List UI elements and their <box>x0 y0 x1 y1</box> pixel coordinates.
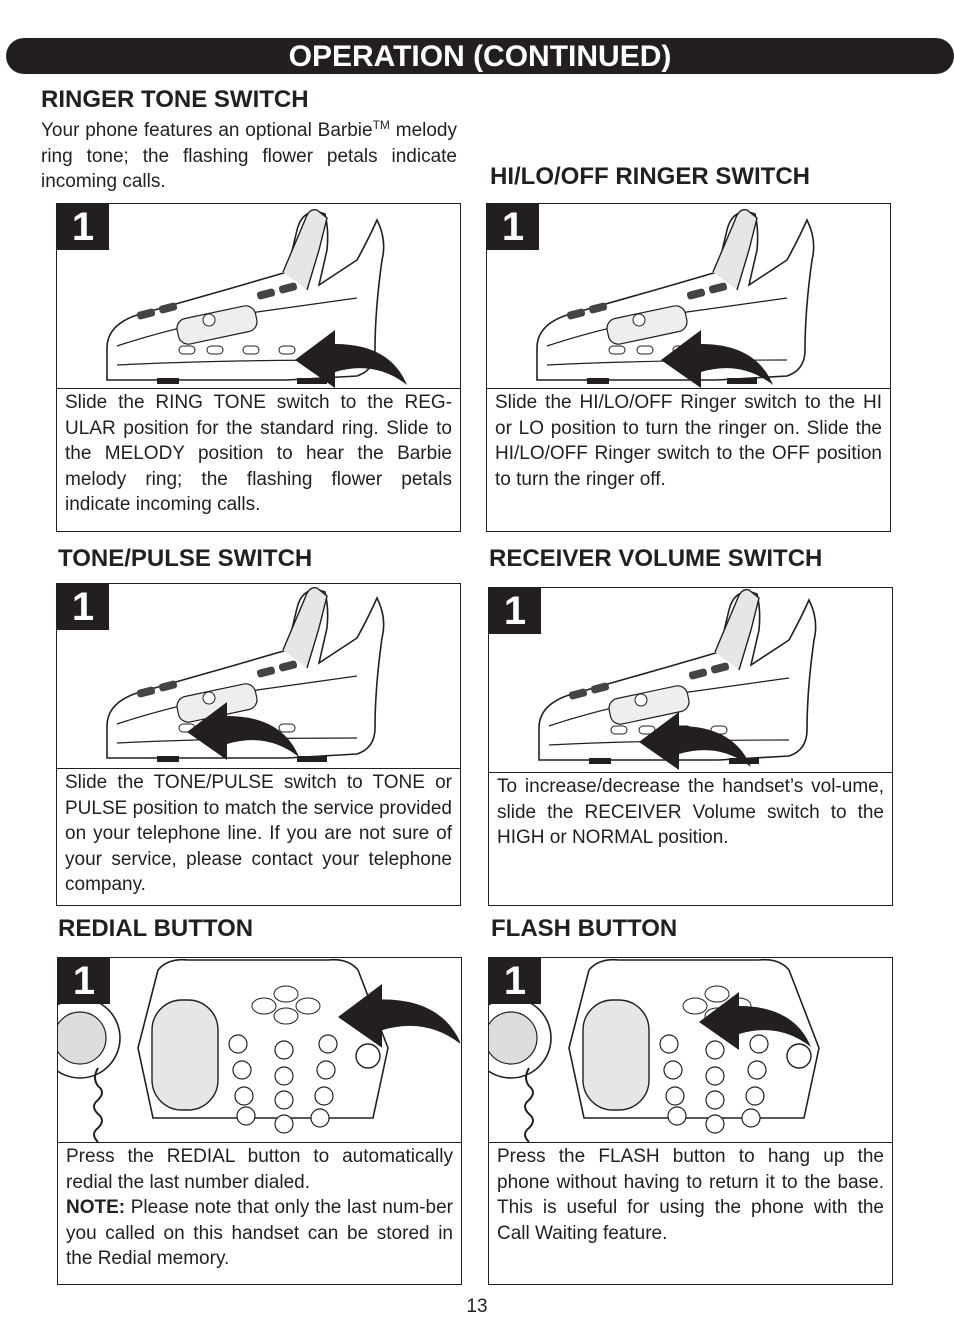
trademark: TM <box>372 118 390 132</box>
tone-pulse-heading: TONE/PULSE SWITCH <box>58 545 313 572</box>
step-number: 1 <box>57 204 109 250</box>
step-number: 1 <box>489 588 541 634</box>
ringer-tone-illustration <box>57 204 460 389</box>
intro-text-b: melody ring tone; the flashing flower pe… <box>41 120 457 192</box>
ringer-tone-text: Slide the RING TONE switch to the REG-UL… <box>65 392 452 515</box>
receiver-volume-text: To increase/decrease the handset’s vol-u… <box>497 776 884 848</box>
flash-panel: 1 Press the FLASH button to hang up the … <box>488 957 893 1285</box>
tone-pulse-panel: 1 Slide the TONE/PULSE switch to TONE or… <box>56 583 461 906</box>
phone-side-illustration <box>538 588 817 770</box>
redial-text-a: Press the REDIAL button to automatically… <box>66 1146 453 1193</box>
phone-side-illustration <box>106 208 407 388</box>
phone-keypad-illustration <box>489 958 820 1142</box>
redial-heading: REDIAL BUTTON <box>58 915 254 942</box>
step-number: 1 <box>58 958 110 1004</box>
intro-text-a: Your phone features an optional Barbie <box>41 120 373 141</box>
hilo-panel: 1 Slide the HI/LO/OFF Ringer switch to t… <box>486 203 891 532</box>
ringer-tone-intro: Your phone features an optional BarbieTM… <box>41 118 457 195</box>
phone-side-illustration <box>536 208 815 388</box>
flash-heading: FLASH BUTTON <box>491 915 678 942</box>
redial-illustration <box>58 958 461 1143</box>
ringer-tone-heading: RINGER TONE SWITCH <box>41 86 309 113</box>
ringer-tone-panel: 1 Slide the RING TONE switch to the REG-… <box>56 203 461 532</box>
hilo-illustration <box>487 204 890 389</box>
note-text: Please note that only the last num-ber y… <box>66 1197 453 1269</box>
step-number: 1 <box>57 584 109 630</box>
tone-pulse-illustration <box>57 584 460 769</box>
receiver-volume-heading: RECEIVER VOLUME SWITCH <box>489 545 823 572</box>
note-label: NOTE: <box>66 1197 126 1218</box>
redial-panel: 1 Press the REDIAL button to automatical… <box>57 957 462 1285</box>
phone-keypad-illustration <box>58 958 460 1142</box>
tone-pulse-text: Slide the TONE/PULSE switch to TONE or P… <box>65 772 452 895</box>
step-number: 1 <box>489 958 541 1004</box>
page-number: 13 <box>466 1296 488 1317</box>
flash-text: Press the FLASH button to hang up the ph… <box>497 1146 884 1244</box>
section-banner: OPERATION (CONTINUED) <box>6 38 954 74</box>
receiver-volume-panel: 1 To increase/decrease the handset’s vol… <box>488 587 893 906</box>
receiver-volume-illustration <box>489 588 892 773</box>
hilo-heading: HI/LO/OFF RINGER SWITCH <box>490 163 810 190</box>
phone-side-illustration <box>106 586 385 763</box>
flash-illustration <box>489 958 892 1143</box>
hilo-text: Slide the HI/LO/OFF Ringer switch to the… <box>495 392 882 490</box>
step-number: 1 <box>487 204 539 250</box>
redial-text: Press the REDIAL button to automatically… <box>66 1144 453 1272</box>
